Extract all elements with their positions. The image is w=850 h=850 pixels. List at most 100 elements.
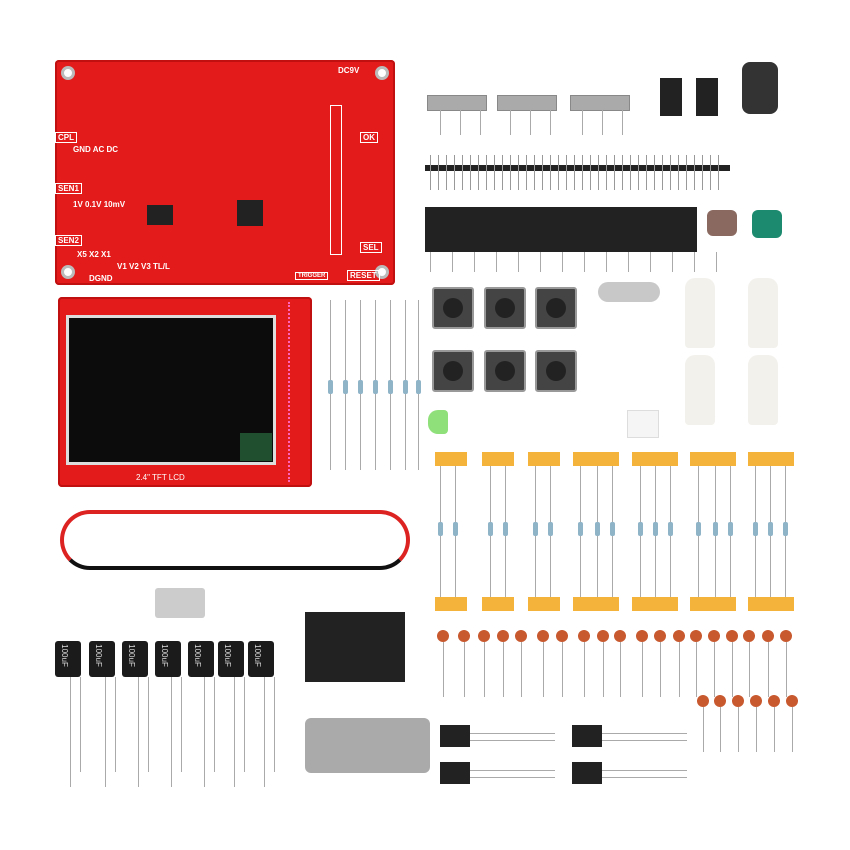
- lead: [602, 110, 603, 135]
- resistor: [638, 522, 643, 536]
- lead: [543, 642, 544, 697]
- lead: [792, 707, 793, 752]
- header-pin: [542, 155, 543, 190]
- lead: [716, 252, 717, 272]
- lead: [696, 642, 697, 697]
- lead: [720, 707, 721, 752]
- transistor: [440, 725, 470, 747]
- electrolytic-capacitor: 100uF: [218, 641, 244, 677]
- reset-label: RESET: [347, 270, 380, 281]
- ceramic-capacitor: [726, 630, 738, 642]
- lead: [470, 733, 555, 734]
- transistor: [440, 762, 470, 784]
- lead: [672, 252, 673, 272]
- header-pin: [438, 155, 439, 190]
- resistor: [343, 380, 348, 394]
- usb-connector: [155, 588, 205, 618]
- header-pin: [470, 155, 471, 190]
- dc9v-label: DC9V: [338, 66, 360, 75]
- slide-switch: [570, 95, 630, 111]
- pin-header: [330, 105, 342, 255]
- lead: [80, 677, 81, 772]
- lead: [115, 677, 116, 772]
- jumper: [696, 78, 718, 116]
- electrolytic-capacitor: 100uF: [155, 641, 181, 677]
- sen2-options: X5 X2 X1: [77, 250, 111, 259]
- header-pin: [646, 155, 647, 190]
- lead: [540, 252, 541, 272]
- lead: [650, 252, 651, 272]
- lead: [602, 770, 687, 771]
- ceramic-capacitor: [614, 630, 626, 642]
- electrolytic-capacitor: 100uF: [89, 641, 115, 677]
- sel-label: SEL: [360, 242, 382, 253]
- lead: [786, 642, 787, 697]
- sen1-label: SEN1: [55, 183, 82, 194]
- capacitor-green: [752, 210, 782, 238]
- lead: [264, 677, 265, 787]
- resistor: [728, 522, 733, 536]
- lead: [768, 642, 769, 697]
- ceramic-capacitor: [708, 630, 720, 642]
- ceramic-capacitor: [636, 630, 648, 642]
- resistor: [328, 380, 333, 394]
- header-pin: [494, 155, 495, 190]
- lcd-board: 2.4" TFT LCD: [58, 297, 312, 487]
- resistor: [578, 522, 583, 536]
- header-pin: [446, 155, 447, 190]
- lead: [138, 677, 139, 787]
- header-pin: [686, 155, 687, 190]
- ceramic-capacitor: [458, 630, 470, 642]
- lead: [732, 642, 733, 697]
- slide-switch: [427, 95, 487, 111]
- lead: [214, 677, 215, 772]
- header-pin: [510, 155, 511, 190]
- resistor: [533, 522, 538, 536]
- lead: [749, 642, 750, 697]
- resistor: [453, 522, 458, 536]
- lead: [171, 677, 172, 787]
- lead: [470, 740, 555, 741]
- resistor: [358, 380, 363, 394]
- ceramic-capacitor: [690, 630, 702, 642]
- main-pcb: DC9V CPL GND AC DC SEN1 1V 0.1V 10mV SEN…: [55, 60, 395, 285]
- lead: [603, 642, 604, 697]
- header-pin: [654, 155, 655, 190]
- lead: [70, 677, 71, 787]
- probe-cable: [60, 510, 410, 570]
- trigger-label: TRIGGER: [295, 272, 329, 280]
- lead: [518, 252, 519, 272]
- sen1-options: 1V 0.1V 10mV: [73, 200, 126, 209]
- lead: [430, 252, 431, 272]
- ceramic-capacitor: [762, 630, 774, 642]
- tactile-button: [484, 350, 526, 392]
- lead: [204, 677, 205, 787]
- standoff: [685, 278, 715, 348]
- lead: [521, 642, 522, 697]
- ceramic-capacitor: [654, 630, 666, 642]
- resistor: [610, 522, 615, 536]
- ceramic-capacitor: [743, 630, 755, 642]
- lead: [694, 252, 695, 272]
- tactile-button: [484, 287, 526, 329]
- header-pin: [574, 155, 575, 190]
- dgnd-label: DGND: [89, 274, 113, 283]
- lead: [660, 642, 661, 697]
- header-pin: [670, 155, 671, 190]
- header-pin: [454, 155, 455, 190]
- ceramic-capacitor: [732, 695, 744, 707]
- header-pin: [598, 155, 599, 190]
- lead: [464, 642, 465, 697]
- resistor: [783, 522, 788, 536]
- header-pin: [710, 155, 711, 190]
- header-pin: [622, 155, 623, 190]
- lead: [443, 642, 444, 697]
- header-pin: [718, 155, 719, 190]
- female-header: [425, 207, 697, 252]
- lead: [602, 740, 687, 741]
- coupling-options: GND AC DC: [73, 145, 119, 154]
- lead: [480, 110, 481, 135]
- slide-switch: [497, 95, 557, 111]
- lead: [628, 252, 629, 272]
- standoff: [748, 278, 778, 348]
